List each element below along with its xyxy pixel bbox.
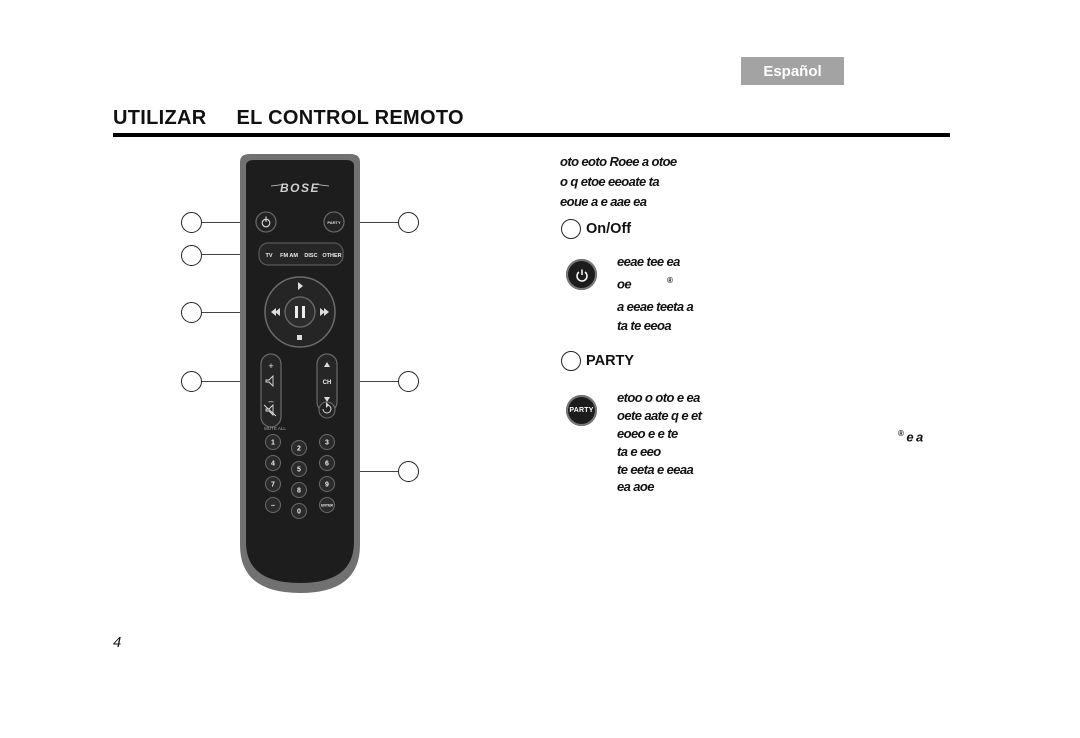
volume-minus: –	[268, 396, 273, 406]
section-marker	[561, 219, 581, 239]
back-button	[318, 401, 336, 419]
registered-mark: ®	[898, 429, 904, 438]
title-part-2: EL CONTROL REMOTO	[236, 107, 464, 129]
leader-transport	[202, 312, 266, 313]
number-keypad: 1 2 3 4 5 6 7 8 9 – 0 ENTER	[265, 434, 335, 519]
source-button-label: FM AM	[280, 253, 298, 259]
keypad-key: 4	[265, 455, 281, 471]
registered-mark: ®	[666, 276, 673, 285]
keypad-key: ENTER	[319, 497, 335, 513]
keypad-key-label: 6	[325, 461, 329, 468]
remote-control-illustration: BOSE PARTY TV FM AM DISC OTHER + – MUTE …	[240, 154, 360, 593]
keypad-key-label: 7	[271, 482, 275, 489]
keypad-key-label: 3	[325, 440, 329, 447]
power-icon	[566, 259, 597, 290]
remote-power-button	[255, 211, 277, 233]
power-symbol-icon	[575, 269, 588, 282]
leader-source	[202, 254, 258, 255]
brand-logo: BOSE	[280, 181, 320, 195]
leader-party	[344, 222, 398, 223]
callout-transport	[181, 302, 202, 323]
party-line-suffix: ® e a	[898, 429, 923, 445]
channel-rocker: CH	[316, 353, 338, 413]
leader-channel	[332, 381, 398, 382]
page-title: UTILIZAR EL CONTROL REMOTO	[113, 107, 464, 130]
party-line: ta e eeo	[617, 444, 661, 459]
keypad-key: 6	[319, 455, 335, 471]
keypad-key-label: ENTER	[321, 504, 333, 508]
keypad-key: 3	[319, 434, 335, 450]
intro-line: oto eoto Roee a otoe	[560, 154, 677, 169]
remote-party-button: PARTY	[323, 211, 345, 233]
onoff-para1-line: eeae tee ea	[617, 254, 680, 269]
section-party-heading: PARTY	[561, 351, 634, 371]
keypad-key-label: 1	[271, 440, 275, 447]
keypad-key-label: 2	[297, 446, 301, 453]
keypad-key: 9	[319, 476, 335, 492]
leader-volume	[202, 381, 268, 382]
keypad-key: –	[265, 497, 281, 513]
page-number: 4	[113, 634, 122, 651]
party-line: te eeta e eeaa	[617, 462, 694, 477]
source-button-label: TV	[265, 253, 272, 259]
callout-channel	[398, 371, 419, 392]
source-button-label: DISC	[304, 253, 317, 259]
mute-all-label: MUTE ALL	[264, 426, 286, 431]
keypad-key-label: 8	[297, 488, 301, 495]
source-button-bar	[258, 242, 344, 266]
keypad-key-label: 0	[297, 509, 301, 516]
channel-label: CH	[323, 380, 332, 386]
intro-text: oto eoto Roee a otoe o q etoe eeoate ta …	[560, 152, 780, 212]
section-marker	[561, 351, 581, 371]
onoff-para2-line: a eeae teeta a	[617, 299, 694, 314]
section-onoff-heading: On/Off	[561, 219, 631, 239]
callout-party	[398, 212, 419, 233]
volume-rocker: + –	[260, 353, 282, 428]
intro-line: eoue a e aae ea	[560, 194, 647, 209]
party-line: eoeo e e te	[617, 426, 678, 441]
onoff-para2-line: ta te eeoa	[617, 318, 672, 333]
keypad-key-label: –	[271, 503, 275, 510]
leader-power	[202, 222, 254, 223]
language-tab[interactable]: Español	[741, 57, 844, 85]
callout-volume	[181, 371, 202, 392]
callout-keypad	[398, 461, 419, 482]
title-rule	[113, 133, 950, 137]
callout-source	[181, 245, 202, 266]
keypad-key: 7	[265, 476, 281, 492]
intro-line: o q etoe eeoate ta	[560, 174, 660, 189]
keypad-key-label: 4	[271, 461, 275, 468]
mute-button	[263, 403, 277, 417]
keypad-key: 5	[291, 461, 307, 477]
onoff-para1-line: oe®	[617, 276, 673, 292]
callout-power	[181, 212, 202, 233]
transport-dial	[264, 276, 336, 348]
party-line: oete aate q e et	[617, 408, 702, 423]
section-party-title: PARTY	[586, 353, 635, 369]
keypad-key: 1	[265, 434, 281, 450]
source-button-label: OTHER	[322, 253, 341, 259]
volume-plus: +	[268, 361, 273, 371]
party-icon: PARTY	[566, 395, 597, 426]
remote-party-label: PARTY	[327, 220, 341, 225]
keypad-key: 2	[291, 440, 307, 456]
keypad-key-label: 9	[325, 482, 329, 489]
title-part-1: UTILIZAR	[113, 107, 207, 129]
section-onoff-title: On/Off	[586, 221, 632, 237]
keypad-key: 0	[291, 503, 307, 519]
keypad-key-label: 5	[297, 467, 301, 474]
party-line: etoo o oto e ea	[617, 390, 700, 405]
leader-keypad	[342, 471, 398, 472]
keypad-key: 8	[291, 482, 307, 498]
party-line: ea aoe	[617, 479, 654, 494]
